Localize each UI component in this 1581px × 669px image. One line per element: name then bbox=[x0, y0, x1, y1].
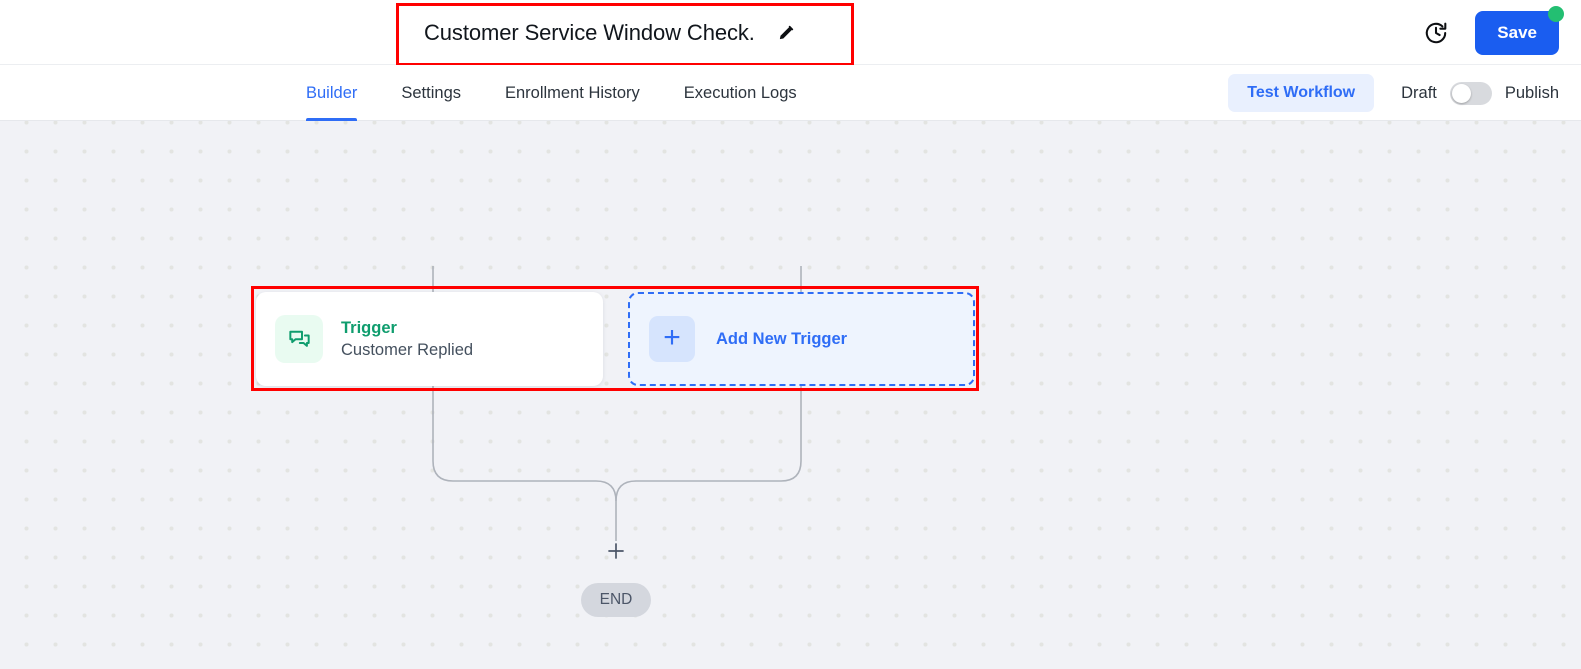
publish-toggle[interactable] bbox=[1449, 81, 1492, 105]
trigger-node-card[interactable]: Trigger Customer Replied bbox=[256, 292, 603, 386]
add-new-trigger-card[interactable]: + Add New Trigger bbox=[628, 292, 975, 386]
tab-execution-logs[interactable]: Execution Logs bbox=[683, 83, 797, 102]
history-clock-icon[interactable] bbox=[1423, 20, 1449, 46]
trigger-kind-label: Trigger bbox=[341, 318, 397, 337]
trigger-node-texts: Trigger Customer Replied bbox=[341, 319, 473, 360]
tab-list: Builder Settings Enrollment History Exec… bbox=[306, 65, 841, 121]
draft-label: Draft bbox=[1401, 83, 1437, 102]
title-bar: Customer Service Window Check. Save bbox=[0, 0, 1581, 66]
save-button[interactable]: Save bbox=[1475, 10, 1559, 55]
add-new-trigger-label: Add New Trigger bbox=[716, 329, 848, 348]
tab-bar: Builder Settings Enrollment History Exec… bbox=[0, 65, 1581, 121]
publish-label: Publish bbox=[1504, 83, 1559, 102]
tab-settings[interactable]: Settings bbox=[401, 83, 461, 102]
plus-icon: + bbox=[649, 316, 695, 362]
publish-toggle-group: Draft Publish bbox=[1401, 81, 1559, 105]
save-unsaved-badge bbox=[1548, 5, 1564, 22]
plus-glyph: + bbox=[663, 320, 681, 354]
connector-lines bbox=[432, 266, 802, 541]
test-workflow-button[interactable]: Test Workflow bbox=[1228, 74, 1375, 112]
pencil-icon[interactable] bbox=[777, 24, 795, 42]
tab-enrollment-history[interactable]: Enrollment History bbox=[505, 83, 640, 102]
trigger-name-label: Customer Replied bbox=[341, 340, 474, 359]
toggle-knob bbox=[1451, 83, 1471, 103]
workflow-canvas[interactable]: Trigger Customer Replied + Add New Trigg… bbox=[0, 121, 1581, 669]
add-step-plus-icon[interactable] bbox=[606, 541, 626, 561]
tab-bar-actions: Test Workflow Draft Publish bbox=[1228, 65, 1559, 121]
page-title: Customer Service Window Check. bbox=[424, 19, 755, 45]
save-button-wrapper: Save bbox=[1475, 5, 1564, 55]
chat-bubbles-icon bbox=[275, 315, 323, 363]
tab-builder[interactable]: Builder bbox=[306, 65, 358, 121]
end-node[interactable]: END bbox=[581, 583, 651, 617]
title-bar-actions: Save bbox=[1423, 0, 1564, 65]
workflow-title-group[interactable]: Customer Service Window Check. bbox=[424, 0, 795, 65]
